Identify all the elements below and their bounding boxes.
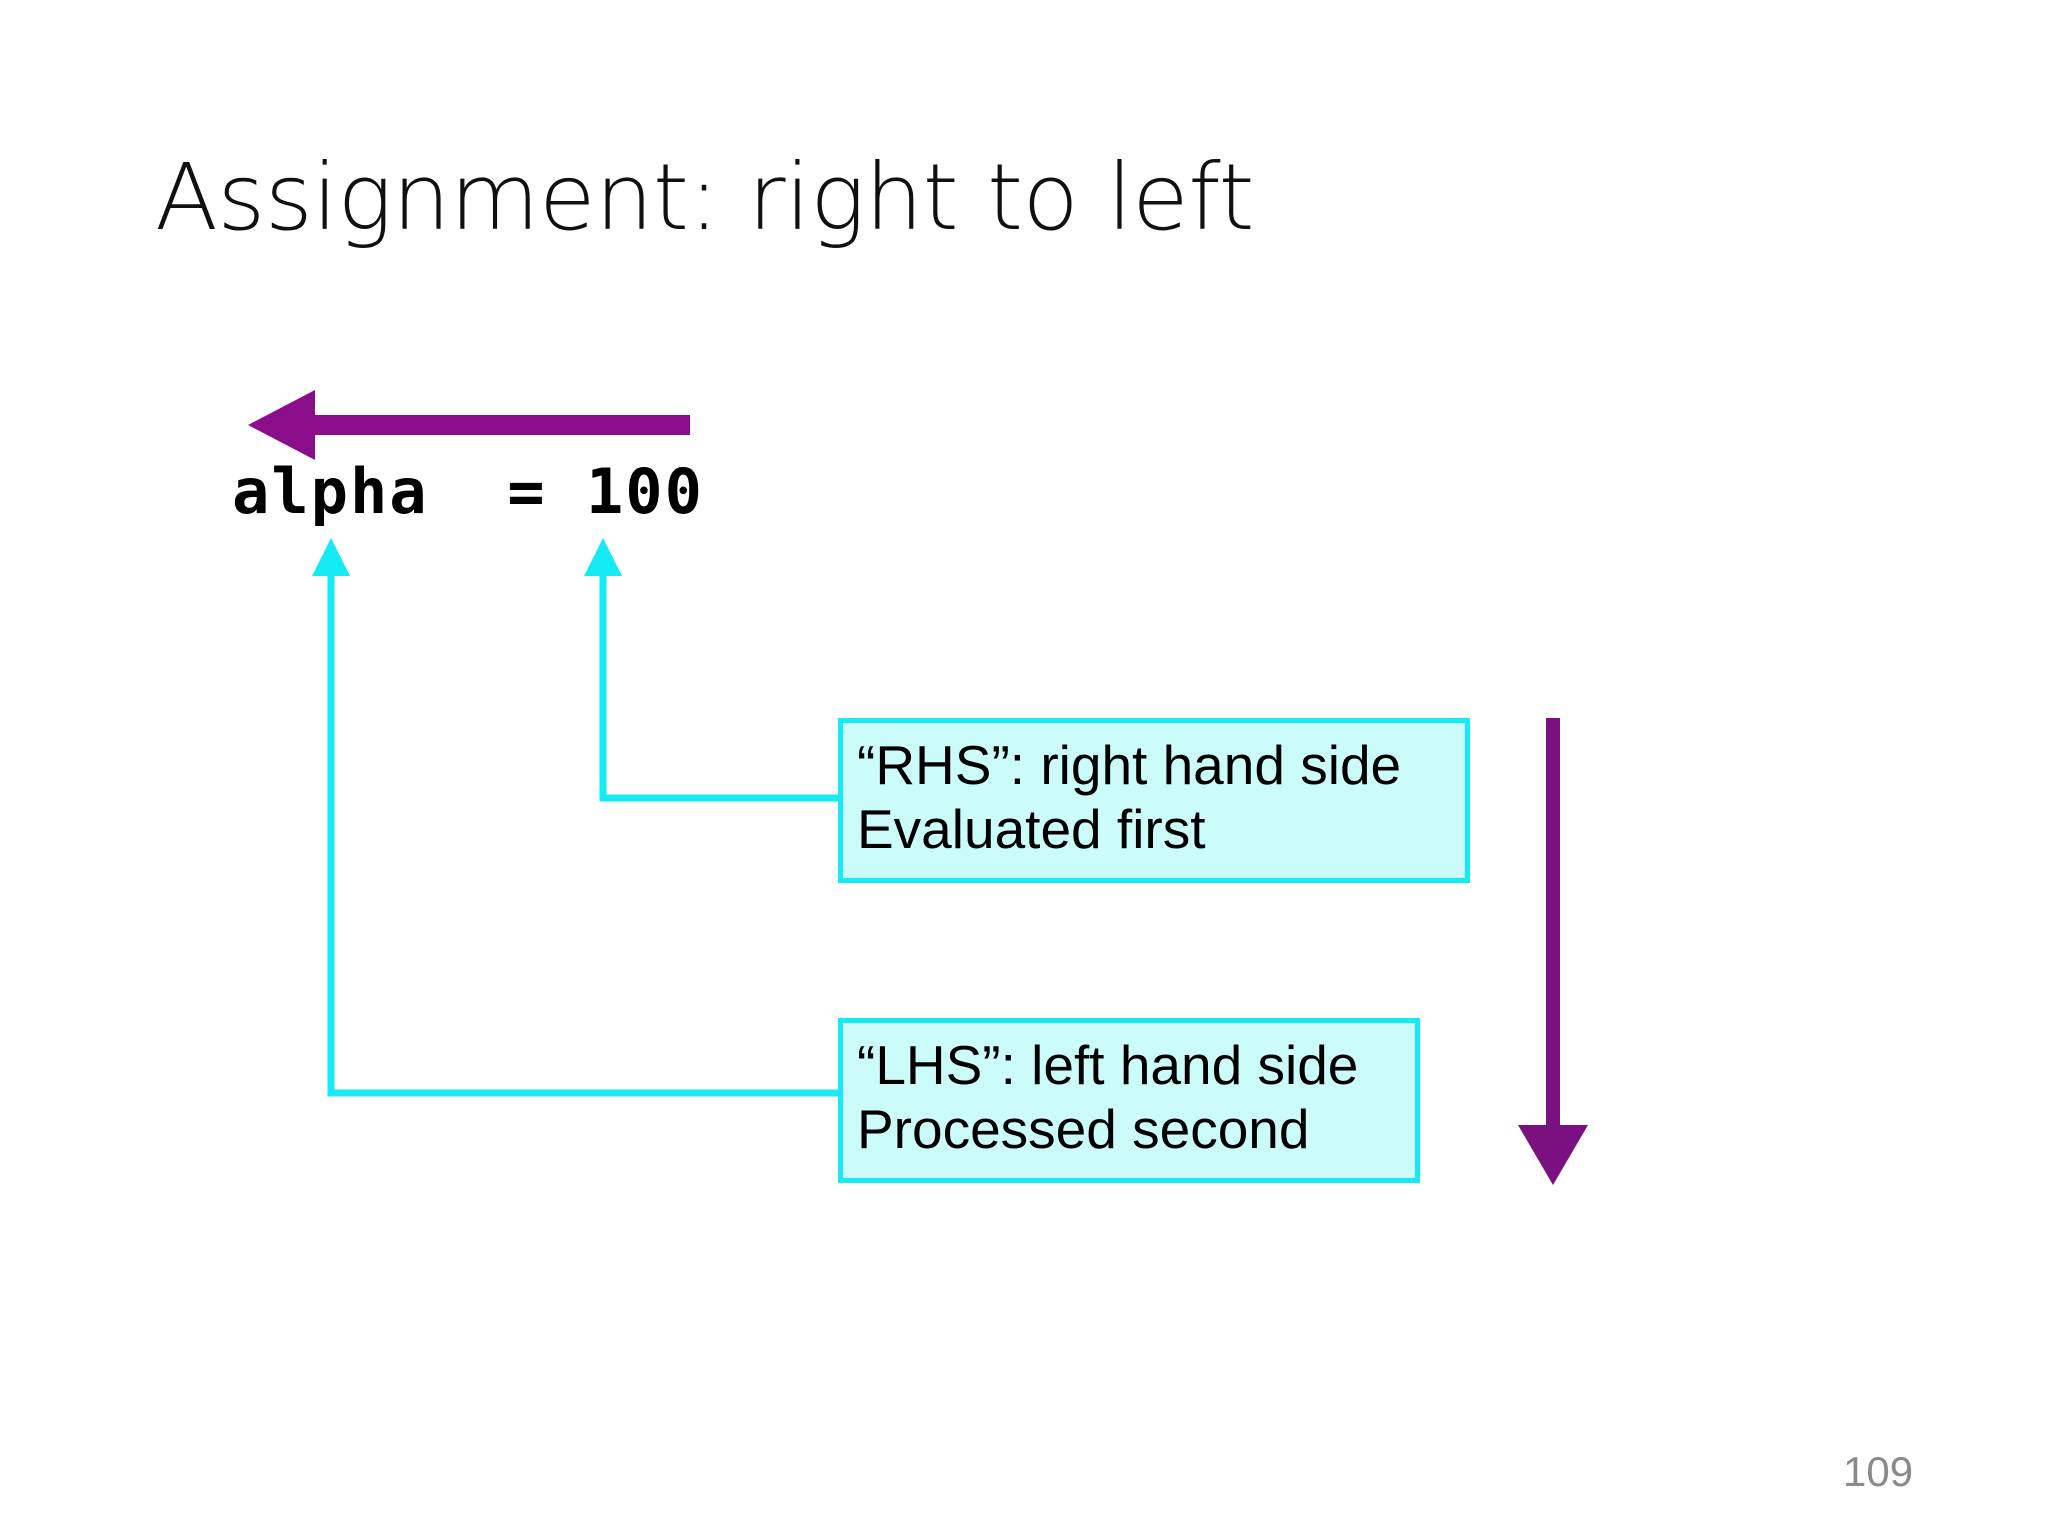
arrow-left-icon <box>248 390 690 460</box>
page-number: 109 <box>1843 1448 1914 1495</box>
callout-lhs-line-2: Processed second <box>857 1098 1310 1161</box>
callout-rhs-line-1: “RHS”: right hand side <box>857 734 1402 796</box>
arrow-down-icon <box>1518 718 1588 1185</box>
page-title: Assignment: right to left <box>155 144 1255 251</box>
callout-lhs: “LHS”: left hand side Processed second <box>838 1018 1420 1183</box>
callout-rhs-line-2: Evaluated first <box>857 798 1206 861</box>
code-statement: alpha = 100 <box>232 455 704 528</box>
elbow-connector-up-icon <box>584 538 840 802</box>
callout-lhs-line-1: “LHS”: left hand side <box>857 1034 1359 1096</box>
elbow-connector-up-icon <box>312 538 840 1097</box>
callout-rhs: “RHS”: right hand side Evaluated first <box>838 718 1470 883</box>
